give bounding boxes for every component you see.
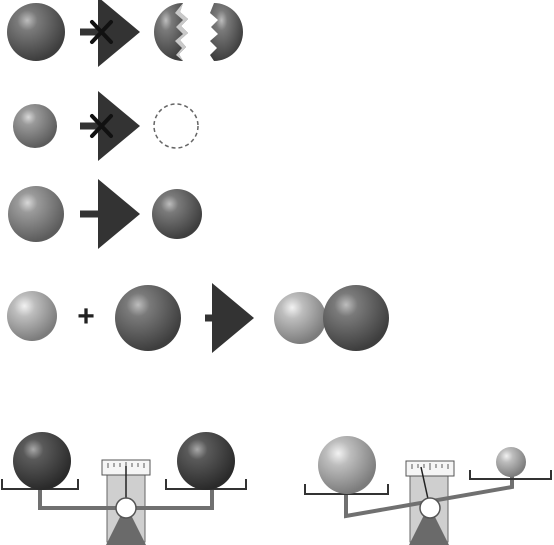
left-half-atom	[154, 3, 188, 61]
right-pan	[469, 470, 552, 480]
light-atom	[13, 104, 57, 148]
crossed-arrow	[80, 91, 140, 161]
left-pan	[304, 484, 389, 495]
row-combination: +	[7, 283, 389, 353]
joined-atom-pair	[274, 285, 389, 351]
light-atom-small	[496, 447, 526, 477]
split-atom-halves	[154, 3, 243, 61]
crossed-arrow	[80, 0, 140, 67]
row-no-splitting	[7, 0, 243, 67]
dark-atom	[152, 189, 202, 239]
dark-atom	[323, 285, 389, 351]
scale-pivot	[419, 497, 441, 519]
medium-atom	[8, 186, 64, 242]
left-half-fracture	[175, 3, 188, 61]
dark-atom	[7, 3, 65, 61]
light-atom	[274, 292, 326, 344]
row-no-vanishing	[13, 91, 199, 161]
dark-atom	[177, 432, 235, 490]
scale-pivot	[115, 497, 137, 519]
dark-atom	[115, 285, 181, 351]
balance-scale-left	[1, 432, 247, 545]
cross-mark-icon	[90, 114, 113, 138]
balance-scale-right	[304, 436, 552, 545]
cross-mark-icon	[90, 20, 113, 44]
light-atom	[7, 291, 57, 341]
scale-base	[106, 505, 146, 545]
dark-atom	[13, 432, 71, 490]
light-atom-large	[318, 436, 376, 494]
scale-base	[409, 505, 449, 545]
scale-dial	[405, 460, 455, 519]
row-transmutation	[8, 179, 202, 249]
right-half-atom	[210, 3, 243, 61]
empty-dashed-circle	[153, 103, 199, 149]
plus-icon: +	[77, 300, 95, 333]
scale-dial	[101, 459, 151, 519]
